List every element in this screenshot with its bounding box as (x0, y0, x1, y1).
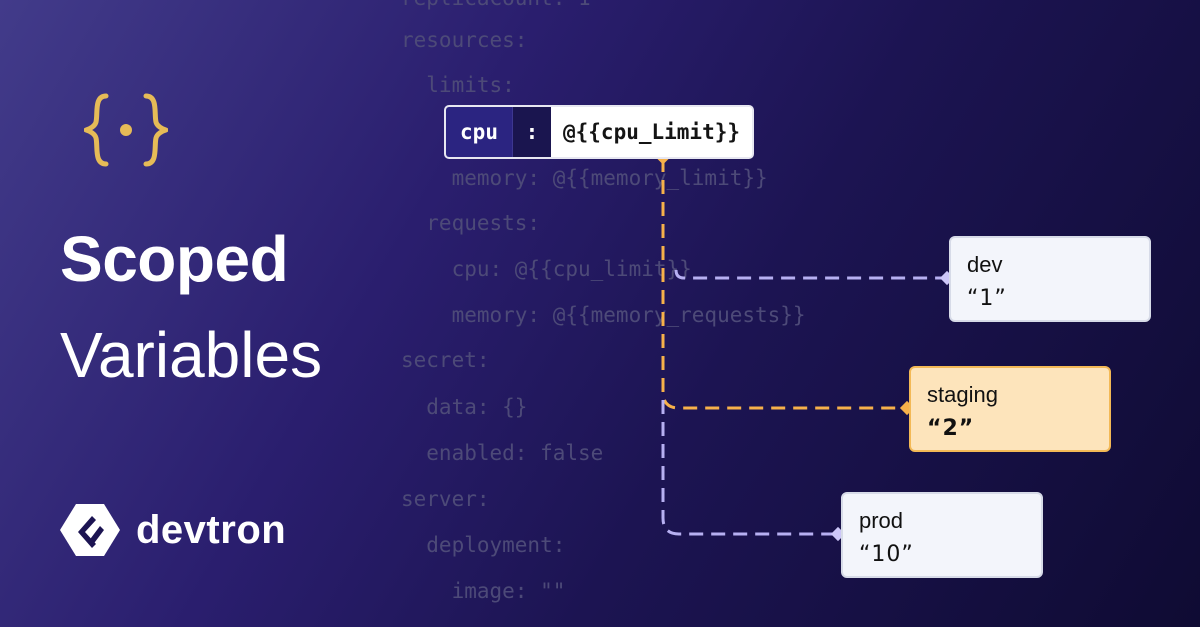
code-line: memory: @{{memory_requests}} (401, 303, 806, 327)
code-line: memory: @{{memory_limit}} (401, 166, 768, 190)
env-value: “1” (967, 286, 1007, 311)
yaml-code-background: replicaCount: 1 resources: limits: memor… (401, 0, 806, 603)
code-line: limits: (401, 73, 515, 97)
code-line: enabled: false (401, 441, 604, 465)
env-name: prod (859, 508, 904, 533)
code-line: requests: (401, 211, 541, 235)
code-line: deployment: (401, 533, 566, 557)
variable-separator: : (512, 107, 551, 157)
code-line: server: (401, 487, 490, 511)
curly-braces-dot-icon (84, 93, 168, 167)
brand-logo: devtron (58, 500, 286, 560)
brand-name: devtron (136, 507, 287, 552)
env-value: “10” (859, 542, 914, 567)
devtron-logo-icon (60, 504, 120, 556)
env-value: “2” (927, 416, 975, 441)
env-name: dev (967, 252, 1003, 277)
code-line: secret: (401, 348, 490, 372)
cpu-variable-pill: cpu : @{{cpu_Limit}} (444, 105, 755, 159)
code-line: image: "" (401, 579, 566, 603)
code-line: replicaCount: 1 (401, 0, 591, 10)
title-line-2: Variables (60, 319, 323, 391)
env-card-dev: dev “1” (949, 236, 1151, 322)
code-line: resources: (401, 28, 528, 52)
connector-staging (661, 158, 906, 410)
connector-dev (674, 269, 946, 280)
connector-prod (661, 400, 838, 536)
variable-value: @{{cpu_Limit}} (551, 107, 753, 157)
env-card-prod: prod “10” (841, 492, 1043, 578)
env-name: staging (927, 382, 998, 407)
variable-key: cpu (446, 107, 512, 157)
env-card-staging: staging “2” (909, 366, 1111, 452)
title-line-1: Scoped (60, 223, 289, 295)
code-line: data: {} (401, 395, 528, 419)
